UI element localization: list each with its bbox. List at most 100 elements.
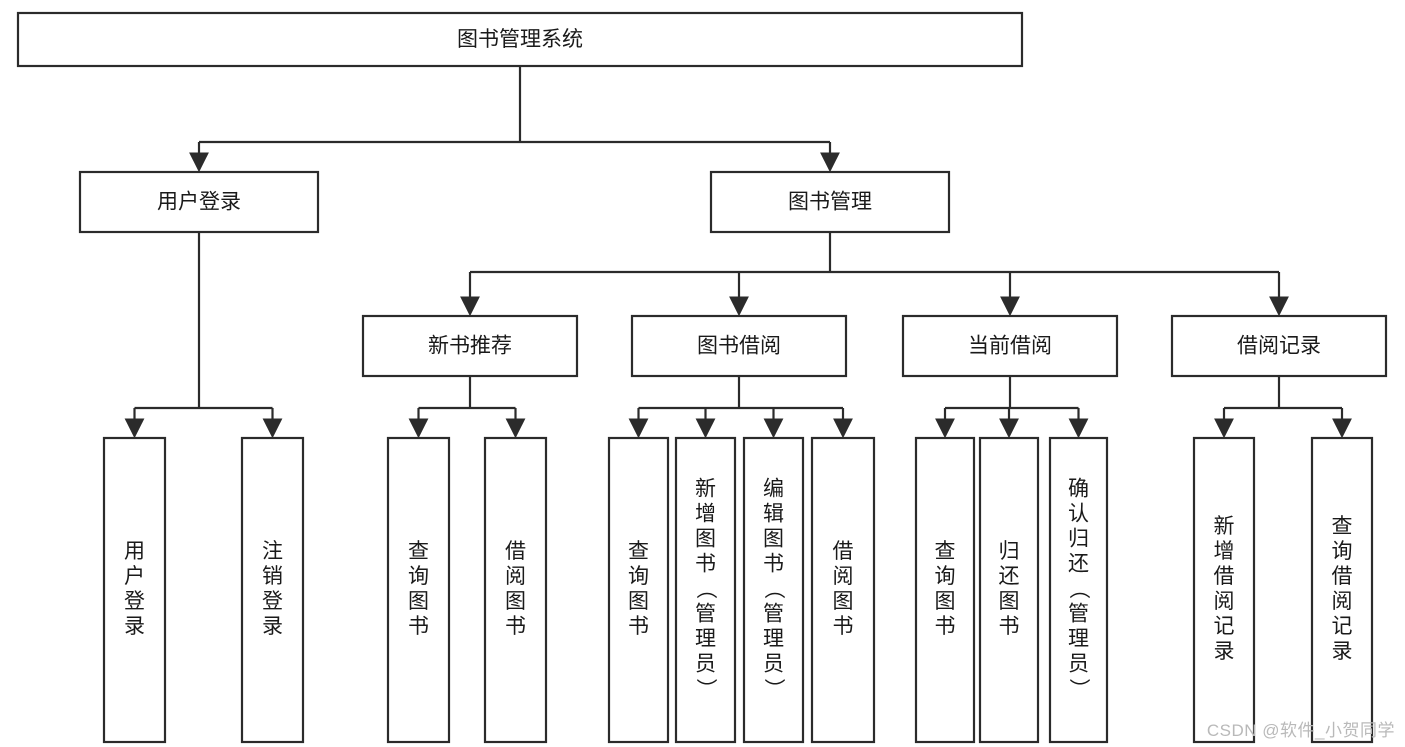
node-leaf-confirm-return-label-char: 管 [1068,602,1089,625]
node-book-borrow[interactable]: 图书借阅 [630,314,848,378]
node-leaf-borrow-book-2-label-char: 阅 [833,565,854,588]
node-root[interactable]: 图书管理系统 [16,11,1024,68]
node-leaf-query-book-1-label-char: 书 [408,615,429,638]
node-leaf-query-book-3-box[interactable] [914,436,976,744]
node-leaf-user-login-box[interactable] [102,436,167,744]
node-leaf-edit-book-label-char: 书 [763,552,784,575]
node-leaf-borrow-book-1-label-char: 借 [505,540,526,563]
node-leaf-edit-book-label-char: 图 [763,527,784,550]
node-leaf-add-record-label-char: 记 [1214,615,1235,638]
node-leaf-edit-book-label-char: ） [762,678,785,699]
node-leaf-edit-book-label-char: 编 [763,477,784,500]
node-leaf-add-book-label-char: 管 [695,602,716,625]
node-leaf-confirm-return-label-char: ） [1067,678,1090,699]
node-leaf-query-book-1-box[interactable] [386,436,451,744]
node-leaf-confirm-return-label-char: （ [1067,578,1090,599]
node-current-borrow-label: 当前借阅 [968,335,1052,358]
node-leaf-query-record-label-char: 阅 [1332,590,1353,613]
node-leaf-add-record-box[interactable] [1192,436,1256,744]
node-leaf-add-book-label-char: 书 [695,552,716,575]
node-leaf-user-login-label-char: 录 [124,615,145,638]
node-leaf-add-book-label-char: 图 [695,527,716,550]
node-leaf-query-book-2-label-char: 图 [628,590,649,613]
node-leaf-add-book-label-char: （ [694,578,717,599]
node-leaf-query-record-label-char: 录 [1332,640,1353,663]
node-leaf-add-record-label-char: 增 [1214,540,1235,563]
node-leaf-user-login[interactable]: 用户登录 [102,436,167,744]
node-new-book-recommend-box[interactable] [361,314,579,378]
node-leaf-add-record-label-char: 新 [1214,515,1235,538]
node-leaf-logout-label-char: 注 [262,540,283,563]
node-leaf-borrow-book-1-box[interactable] [483,436,548,744]
node-leaf-user-login-label-char: 用 [124,540,145,563]
node-leaf-return-book-label-char: 归 [999,540,1020,563]
node-leaf-query-book-1-label-char: 图 [408,590,429,613]
node-leaf-add-book-label-char: 新 [695,477,716,500]
node-book-manage-box[interactable] [709,170,951,234]
node-leaf-query-record-label-char: 查 [1332,515,1353,538]
node-leaf-add-book-label-char: 员 [695,652,716,675]
node-leaf-add-book-box[interactable] [674,436,737,744]
node-leaf-add-record-label-char: 阅 [1214,590,1235,613]
node-leaf-confirm-return-label-char: 认 [1068,502,1089,525]
node-leaf-confirm-return-label-char: 理 [1068,627,1089,650]
nodes-layer: 图书管理系统用户登录图书管理新书推荐图书借阅当前借阅借阅记录用户登录注销登录查询… [16,11,1388,744]
node-borrow-record-box[interactable] [1170,314,1388,378]
node-leaf-borrow-book-2-label-char: 书 [833,615,854,638]
node-leaf-borrow-book-1-label-char: 书 [505,615,526,638]
node-leaf-confirm-return-label-char: 确 [1068,477,1089,500]
node-leaf-add-book-label-char: 增 [695,502,716,525]
node-leaf-query-record-label-char: 记 [1332,615,1353,638]
node-leaf-confirm-return-box[interactable] [1048,436,1109,744]
node-user-login-box[interactable] [78,170,320,234]
node-leaf-borrow-book-2-label-char: 借 [833,540,854,563]
node-current-borrow[interactable]: 当前借阅 [901,314,1119,378]
node-leaf-confirm-return-label-char: 归 [1068,527,1089,550]
node-borrow-record-label: 借阅记录 [1237,335,1321,358]
node-new-book-recommend-label: 新书推荐 [428,335,512,358]
node-leaf-query-book-2-box[interactable] [607,436,670,744]
node-leaf-edit-book-label-char: （ [762,578,785,599]
node-leaf-return-book-label-char: 图 [999,590,1020,613]
node-user-login[interactable]: 用户登录 [78,170,320,234]
node-leaf-query-book-1-label-char: 查 [408,540,429,563]
node-leaf-user-login-label-char: 户 [124,565,145,588]
node-leaf-add-book-label-char: ） [694,678,717,699]
node-leaf-query-book-3-label-char: 书 [935,615,956,638]
node-leaf-borrow-book-1-label-char: 阅 [505,565,526,588]
node-borrow-record[interactable]: 借阅记录 [1170,314,1388,378]
node-book-manage-label: 图书管理 [788,191,872,214]
connectors-layer [124,66,1352,439]
node-new-book-recommend[interactable]: 新书推荐 [361,314,579,378]
node-leaf-logout-label-char: 录 [262,615,283,638]
node-leaf-logout-box[interactable] [240,436,305,744]
node-leaf-query-record-box[interactable] [1310,436,1374,744]
node-book-borrow-box[interactable] [630,314,848,378]
node-leaf-query-record-label-char: 询 [1332,540,1353,563]
node-leaf-edit-book-label-char: 管 [763,602,784,625]
node-leaf-user-login-label-char: 登 [124,590,145,613]
node-book-manage[interactable]: 图书管理 [709,170,951,234]
node-leaf-return-book-box[interactable] [978,436,1040,744]
node-current-borrow-box[interactable] [901,314,1119,378]
node-leaf-borrow-book-2-box[interactable] [810,436,876,744]
node-root-box[interactable] [16,11,1024,68]
node-leaf-edit-book-box[interactable] [742,436,805,744]
node-leaf-query-book-3-label-char: 询 [935,565,956,588]
node-leaf-borrow-book-2-label-char: 图 [833,590,854,613]
node-root-label: 图书管理系统 [457,28,583,51]
node-leaf-edit-book-label-char: 辑 [763,502,784,525]
